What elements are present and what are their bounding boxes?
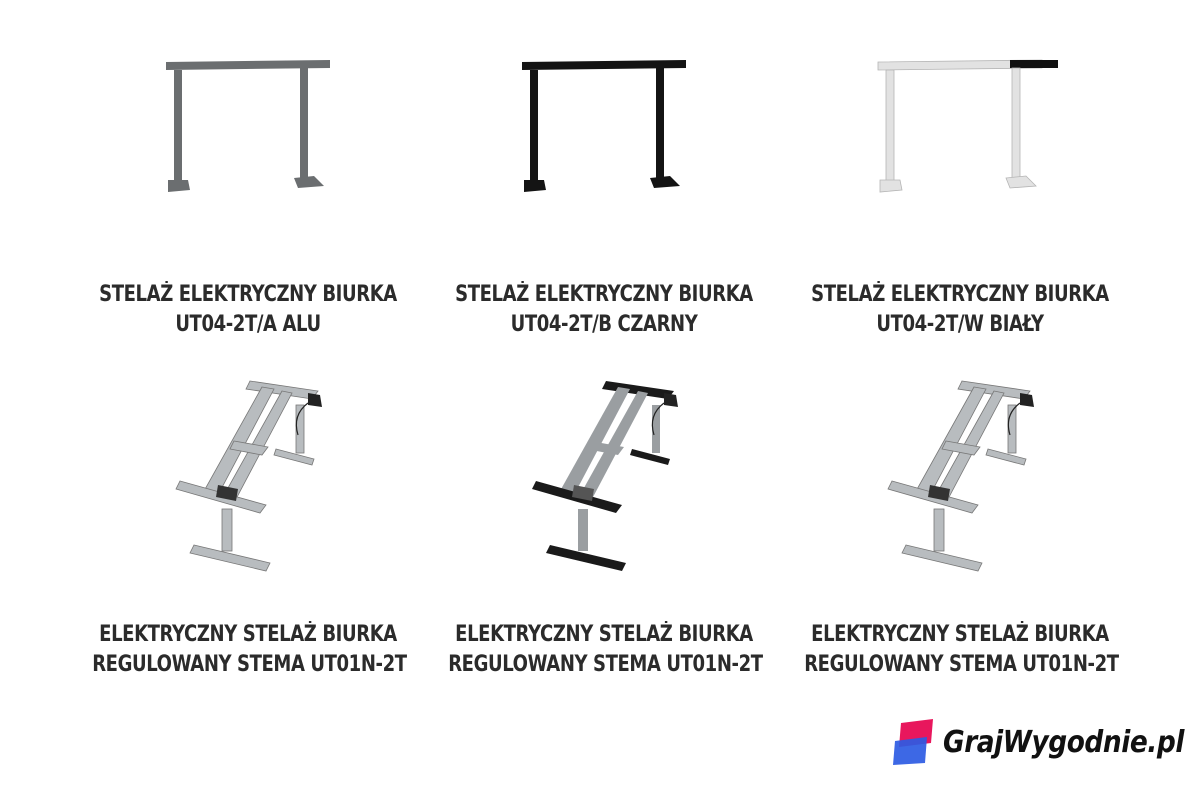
desk-frame-perspective-icon	[887, 380, 1034, 572]
product-title-line2: UT04-2T/A ALU	[175, 312, 321, 337]
brand-name: GrajWygodnie.pl	[943, 724, 1184, 760]
product-title-line1: STELAŻ ELEKTRYCZNY BIURKA	[455, 282, 753, 307]
standing-desk-frame-icon	[166, 60, 330, 192]
standing-desk-frame-icon	[877, 59, 1058, 193]
product-card-ut04-czarny[interactable]: STELAŻ ELEKTRYCZNY BIURKA UT04-2T/B CZAR…	[414, 40, 794, 360]
product-title-line1: ELEKTRYCZNY STELAŻ BIURKA	[99, 622, 397, 647]
desk-frame-perspective-icon	[175, 380, 322, 572]
product-title-line2: UT04-2T/W BIAŁY	[876, 312, 1044, 337]
product-card-ut01n-2t-black[interactable]: ELEKTRYCZNY STELAŻ BIURKA REGULOWANY STE…	[414, 370, 794, 700]
product-title-line1: STELAŻ ELEKTRYCZNY BIURKA	[811, 282, 1109, 307]
product-title-line2: REGULOWANY STEMA UT01N-2T	[92, 652, 407, 677]
product-title-line1: STELAŻ ELEKTRYCZNY BIURKA	[99, 282, 397, 307]
product-image[interactable]	[58, 50, 438, 230]
product-title-line1: ELEKTRYCZNY STELAŻ BIURKA	[811, 622, 1109, 647]
product-title-line2: REGULOWANY STEMA UT01N-2T	[448, 652, 763, 677]
product-image[interactable]	[58, 375, 438, 580]
product-title-line2: UT04-2T/B CZARNY	[510, 312, 698, 337]
product-card-ut04-bialy[interactable]: STELAŻ ELEKTRYCZNY BIURKA UT04-2T/W BIAŁ…	[770, 40, 1150, 360]
desk-frame-perspective-icon	[532, 381, 678, 571]
brand-logo[interactable]: GrajWygodnie.pl	[893, 716, 1184, 768]
grajwygodnie-logo-icon	[893, 719, 933, 765]
product-title-line2: REGULOWANY STEMA UT01N-2T	[804, 652, 1119, 677]
product-image[interactable]	[770, 375, 1150, 580]
product-image[interactable]	[414, 375, 794, 580]
product-card-ut01n-2t-silver[interactable]: ELEKTRYCZNY STELAŻ BIURKA REGULOWANY STE…	[58, 370, 438, 700]
product-image[interactable]	[770, 50, 1150, 230]
product-title-line1: ELEKTRYCZNY STELAŻ BIURKA	[455, 622, 753, 647]
product-image[interactable]	[414, 50, 794, 230]
product-card-ut04-alu[interactable]: STELAŻ ELEKTRYCZNY BIURKA UT04-2T/A ALU	[58, 40, 438, 360]
product-card-ut01n-2t-grey[interactable]: ELEKTRYCZNY STELAŻ BIURKA REGULOWANY STE…	[770, 370, 1150, 700]
standing-desk-frame-icon	[522, 60, 686, 192]
